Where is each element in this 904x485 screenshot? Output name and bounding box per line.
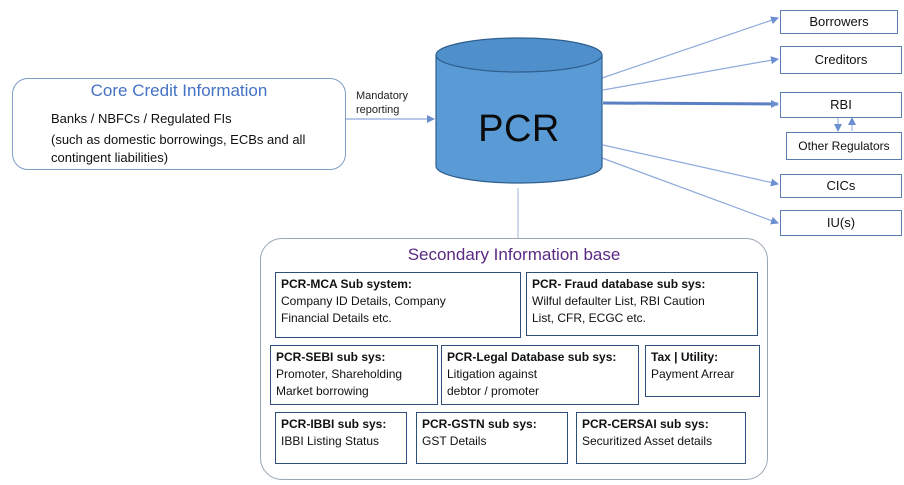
output-creditors: Creditors bbox=[780, 46, 902, 74]
subsystem-legal-title: PCR-Legal Database sub sys: bbox=[447, 350, 617, 364]
core-credit-information-box: Core Credit Information Banks / NBFCs / … bbox=[12, 78, 346, 170]
subsystem-gstn-title: PCR-GSTN sub sys: bbox=[422, 417, 537, 431]
subsystem-tax-line1: Payment Arrear bbox=[651, 367, 735, 381]
subsystem-fraud-line1: Wilful defaulter List, RBI Caution bbox=[532, 294, 705, 308]
arrow-to-cics bbox=[602, 144, 779, 187]
subsystem-mca-line2: Financial Details etc. bbox=[281, 311, 392, 325]
subsystem-tax-utility: Tax | Utility: Payment Arrear bbox=[645, 345, 760, 397]
arrow-to-borrowers bbox=[601, 16, 779, 79]
subsystem-cersai: PCR-CERSAI sub sys: Securitized Asset de… bbox=[576, 412, 746, 464]
subsystem-legal-line1: Litigation against bbox=[447, 367, 538, 381]
core-credit-details-line1: (such as domestic borrowings, ECBs and a… bbox=[51, 132, 306, 147]
subsystem-ibbi-title: PCR-IBBI sub sys: bbox=[281, 417, 387, 431]
arrow-to-rbi bbox=[602, 99, 779, 108]
subsystem-sebi-title: PCR-SEBI sub sys: bbox=[276, 350, 386, 364]
subsystem-sebi-line1: Promoter, Shareholding bbox=[276, 367, 403, 381]
subsystem-legal: PCR-Legal Database sub sys: Litigation a… bbox=[441, 345, 639, 405]
core-credit-details: (such as domestic borrowings, ECBs and a… bbox=[51, 131, 305, 167]
subsystem-mca-line1: Company ID Details, Company bbox=[281, 294, 446, 308]
core-credit-title: Core Credit Information bbox=[90, 81, 268, 100]
pcr-cylinder bbox=[435, 37, 603, 184]
subsystem-ibbi: PCR-IBBI sub sys: IBBI Listing Status bbox=[275, 412, 407, 464]
output-ius: IU(s) bbox=[780, 210, 902, 236]
arrow-to-creditors bbox=[602, 56, 779, 91]
core-credit-details-line2: contingent liabilities) bbox=[51, 150, 169, 165]
mandatory-reporting-label: Mandatory reporting bbox=[356, 89, 408, 117]
secondary-title: Secondary Information base bbox=[407, 245, 621, 264]
output-rbi: RBI bbox=[780, 92, 902, 118]
pcr-label: PCR bbox=[478, 108, 560, 150]
subsystem-fraud: PCR- Fraud database sub sys: Wilful defa… bbox=[526, 272, 758, 336]
output-other-regulators: Other Regulators bbox=[786, 132, 902, 160]
subsystem-legal-line2: debtor / promoter bbox=[447, 384, 540, 398]
subsystem-sebi-line2: Market borrowing bbox=[276, 384, 369, 398]
subsystem-ibbi-line1: IBBI Listing Status bbox=[281, 434, 380, 448]
arrow-to-ius bbox=[601, 157, 779, 225]
subsystem-fraud-line2: List, CFR, ECGC etc. bbox=[532, 311, 647, 325]
subsystem-cersai-title: PCR-CERSAI sub sys: bbox=[582, 417, 709, 431]
output-cics: CICs bbox=[780, 174, 902, 198]
subsystem-mca-title: PCR-MCA Sub system: bbox=[281, 277, 412, 291]
core-credit-sources: Banks / NBFCs / Regulated FIs bbox=[51, 111, 232, 126]
subsystem-cersai-line1: Securitized Asset details bbox=[582, 434, 713, 448]
subsystem-mca: PCR-MCA Sub system: Company ID Details, … bbox=[275, 272, 521, 338]
output-borrowers: Borrowers bbox=[780, 10, 898, 34]
subsystem-fraud-title: PCR- Fraud database sub sys: bbox=[532, 277, 706, 291]
mandatory-label-line1: Mandatory bbox=[356, 90, 408, 102]
subsystem-sebi: PCR-SEBI sub sys: Promoter, Shareholding… bbox=[270, 345, 438, 405]
subsystem-gstn-line1: GST Details bbox=[422, 434, 487, 448]
mandatory-label-line2: reporting bbox=[356, 104, 400, 116]
subsystem-gstn: PCR-GSTN sub sys: GST Details bbox=[416, 412, 568, 464]
subsystem-tax-title: Tax | Utility: bbox=[651, 350, 719, 364]
